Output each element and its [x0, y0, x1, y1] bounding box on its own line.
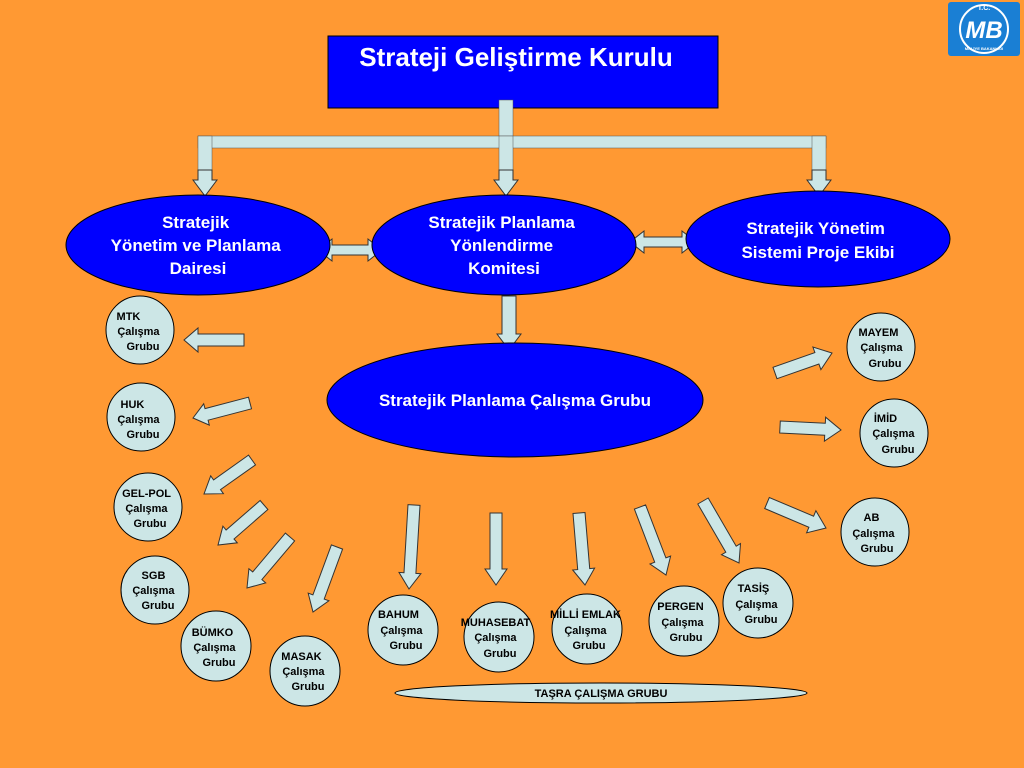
arrow-to-huk [192, 396, 253, 426]
group-masak: MASAK Çalışma Grubu [269, 635, 341, 707]
group-ab-circle [840, 497, 910, 567]
group-ab: AB Çalışma Grubu [840, 497, 910, 567]
arrow-to-pergen [633, 504, 672, 576]
group-sgb: SGB Çalışma Grubu [120, 555, 190, 625]
group-tasis: TASİŞ Çalışma Grubu [722, 567, 794, 639]
node-main-working-group [326, 342, 704, 458]
arrow-to-tasis [697, 497, 742, 564]
arrow-to-bumko [246, 532, 296, 589]
group-pergen-circle [648, 585, 720, 657]
group-huk-circle [106, 382, 176, 452]
group-sgb-circle [120, 555, 190, 625]
group-mtk: MTK Çalışma Grubu [105, 295, 175, 365]
group-pergen-label: PERGEN Çalışma Grubu [657, 601, 707, 644]
tasra-group-label: TAŞRA ÇALIŞMA GRUBU [535, 688, 668, 700]
group-imid-label: İMİD Çalışma Grubu [872, 412, 917, 456]
logo-top-text: T.C. [978, 5, 991, 12]
logo-bottom-text: MALİYE BAKANLIĞI [965, 46, 1003, 51]
group-mayem-circle [846, 312, 916, 382]
group-tasis-circle [722, 567, 794, 639]
logo-mark: MB [965, 17, 1002, 44]
group-gelpol-circle [113, 472, 183, 542]
node-main-working-group-label: Stratejik Planlama Çalışma Grubu [379, 391, 651, 410]
group-mtk-circle [105, 295, 175, 365]
group-imid: İMİD Çalışma Grubu [859, 398, 929, 468]
group-tasis-label: TASİŞ Çalışma Grubu [735, 582, 780, 626]
ministry-logo: T.C. MB MALİYE BAKANLIĞI [948, 2, 1020, 56]
group-ab-label: AB Çalışma Grubu [852, 512, 897, 555]
arrow-top-center [493, 169, 519, 197]
group-gelpol: GEL-POL Çalışma Grubu [113, 472, 183, 542]
top-connector [197, 99, 827, 177]
group-muhasebat: MUHASEBAT Çalışma Grubu [461, 601, 535, 673]
arrow-top-right [806, 169, 832, 197]
node-steering-committee-label: Stratejik Planlama Yönlendirme Komitesi [428, 213, 579, 278]
tasra-group [394, 682, 808, 704]
node-project-team-label: Stratejik Yönetim Sistemi Proje Ekibi [741, 219, 894, 262]
arrow-to-main-group [496, 295, 522, 351]
connector-stem [498, 99, 514, 141]
group-bahum-circle [367, 594, 439, 666]
page-title: Strateji Geliştirme Kurulu [359, 42, 673, 72]
group-milliemlak: MİLLİ EMLAK Çalışma Grubu [550, 593, 624, 665]
arrow-to-sgb [217, 499, 269, 546]
node-strategic-management-dept [65, 194, 331, 296]
group-bahum-label: BAHUM Çalışma Grubu [378, 609, 426, 652]
arrow-to-mayem [772, 346, 833, 380]
group-milliemlak-label: MİLLİ EMLAK Çalışma Grubu [550, 608, 624, 652]
arrow-top-left [192, 169, 218, 197]
group-masak-label: MASAK Çalışma Grubu [281, 651, 327, 693]
arrow-layer [183, 169, 842, 613]
group-huk: HUK Çalışma Grubu [106, 382, 176, 452]
group-bumko: BÜMKO Çalışma Grubu [180, 610, 252, 682]
logo-background [948, 2, 1020, 56]
group-muhasebat-label: MUHASEBAT Çalışma Grubu [461, 617, 534, 660]
group-mayem-label: MAYEM Çalışma Grubu [859, 327, 906, 370]
group-pergen: PERGEN Çalışma Grubu [648, 585, 720, 657]
arrow-to-ab [764, 496, 827, 534]
group-bumko-circle [180, 610, 252, 682]
logo-ring [959, 4, 1009, 54]
group-bumko-label: BÜMKO Çalışma Grubu [192, 626, 239, 669]
group-mayem: MAYEM Çalışma Grubu [846, 312, 916, 382]
group-mtk-label: MTK Çalışma Grubu [117, 311, 163, 353]
node-strategic-management-dept-label: Stratejik Yönetim ve Planlama Dairesi [111, 213, 286, 278]
arrow-to-milliemlak [571, 511, 596, 586]
arrow-to-mtk [183, 326, 245, 354]
arrow-to-bahum [398, 504, 422, 590]
arrow-to-muhasebat [484, 512, 508, 586]
title-box [327, 35, 719, 109]
arrow-to-imid [779, 416, 842, 443]
arrow-to-masak [307, 544, 344, 613]
group-milliemlak-circle [551, 593, 623, 665]
group-sgb-label: SGB Çalışma Grubu [132, 570, 177, 612]
group-huk-label: HUK Çalışma Grubu [117, 399, 162, 441]
group-muhasebat-circle [463, 601, 535, 673]
arrow-to-gelpol [203, 454, 257, 495]
group-imid-circle [859, 398, 929, 468]
node-project-team [685, 190, 951, 288]
group-bahum: BAHUM Çalışma Grubu [367, 594, 439, 666]
node-steering-committee [371, 194, 637, 296]
group-gelpol-label: GEL-POL Çalışma Grubu [122, 488, 174, 530]
group-masak-circle [269, 635, 341, 707]
